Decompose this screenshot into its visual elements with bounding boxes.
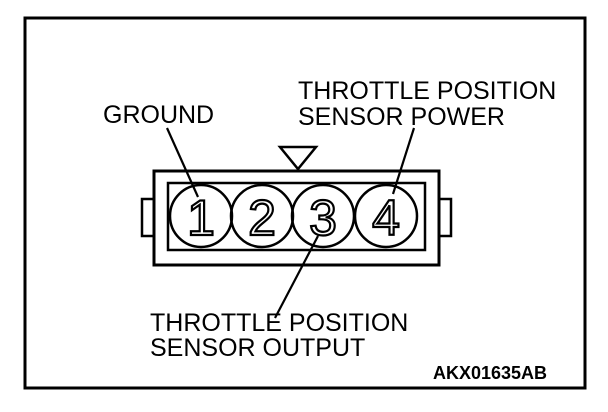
- left-latch-tab: [140, 197, 154, 238]
- pin-4-circle: [353, 183, 419, 249]
- right-latch-tab: [439, 197, 453, 238]
- ground-label: GROUND: [103, 101, 214, 129]
- output-leader-line: [274, 235, 319, 319]
- pin-1-number: 1: [187, 190, 215, 246]
- output-label-line-2: SENSOR OUTPUT: [150, 334, 365, 362]
- ground-leader-line: [165, 127, 200, 198]
- diagram-frame: [23, 16, 587, 390]
- power-label-line-2: SENSOR POWER: [298, 103, 505, 131]
- housing-outer: [152, 169, 441, 267]
- pin-3-number: 3: [309, 190, 337, 246]
- power-label-line-1: THROTTLE POSITION: [298, 77, 556, 105]
- output-label-line-1: THROTTLE POSITION: [150, 309, 408, 337]
- figure-code: AKX01635AB: [433, 363, 547, 383]
- pin-2-number: 2: [248, 190, 276, 246]
- power-leader-line: [391, 127, 416, 195]
- connector-housing: [140, 169, 453, 267]
- pin-circles: [168, 183, 419, 249]
- orientation-triangle-marker: [277, 145, 319, 171]
- housing-inner: [166, 181, 427, 252]
- pin-4-number: 4: [372, 190, 400, 246]
